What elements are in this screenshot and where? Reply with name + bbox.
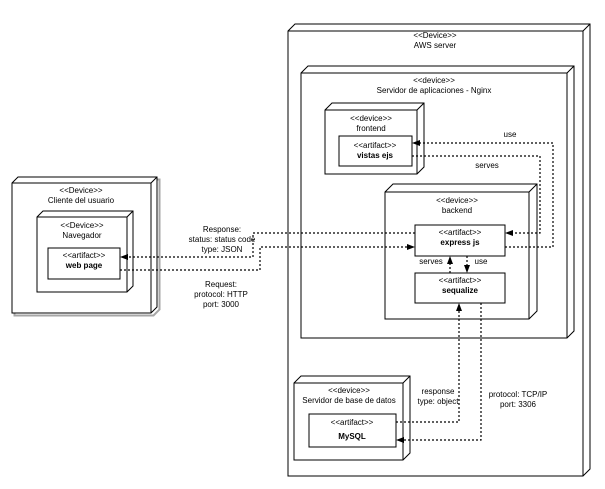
nginx-stereotype: <<device>> bbox=[413, 76, 455, 85]
serves-views-edge-label: serves bbox=[475, 161, 499, 170]
response-edge bbox=[120, 232, 415, 260]
response-object-edge-label: response type: object bbox=[417, 387, 459, 406]
client-label: <<Device>> Cliente del usuario bbox=[48, 186, 114, 206]
nginx-server-label: <<device>> Servidor de aplicaciones - Ng… bbox=[377, 76, 492, 96]
arrowhead-into-sequalize-top bbox=[464, 265, 470, 273]
vistas-ejs-label: <<artifact>> vistas ejs bbox=[354, 141, 397, 161]
frontend-label: <<device>> frontend bbox=[350, 114, 392, 134]
express-js-label: <<artifact>> express js bbox=[439, 228, 482, 248]
arrowhead-into-mysql bbox=[396, 437, 404, 443]
database-server-stereotype: <<device>> bbox=[328, 386, 370, 395]
sequalize-artifact bbox=[414, 272, 506, 304]
database-server-name: Servidor de base de datos bbox=[302, 396, 396, 405]
arrowhead-into-web-page bbox=[120, 254, 128, 260]
mysql-artifact bbox=[308, 413, 397, 448]
use-orm-edge bbox=[464, 256, 470, 273]
frontend-stereotype: <<device>> bbox=[350, 114, 392, 123]
response-object-edge bbox=[396, 303, 462, 423]
browser-label: <<Device>> Navegador bbox=[60, 221, 103, 241]
backend-name: backend bbox=[441, 206, 473, 215]
backend-label: <<device>> backend bbox=[436, 196, 478, 216]
sequalize-stereotype: <<artifact>> bbox=[438, 276, 482, 285]
database-server-label: <<device>> Servidor de base de datos bbox=[302, 386, 395, 406]
express-js-name: express js bbox=[440, 238, 480, 247]
mysql-name: MySQL bbox=[338, 432, 366, 441]
response-edge-label: Response: status: status code type: JSON bbox=[188, 225, 256, 254]
aws-server-label: <<Device>> AWS server bbox=[413, 31, 456, 51]
request-edge bbox=[120, 244, 415, 271]
arrowhead-into-express-js-bottom bbox=[447, 256, 453, 264]
serves-orm-edge bbox=[447, 256, 453, 273]
arrowhead-into-vistas-ejs bbox=[412, 140, 420, 146]
aws-server-stereotype: <<Device>> bbox=[413, 31, 457, 40]
tcp-edge-label: protocol: TCP/IP port: 3306 bbox=[488, 390, 548, 409]
browser-stereotype: <<Device>> bbox=[60, 221, 104, 230]
sequalize-name: sequalize bbox=[441, 286, 479, 295]
use-views-edge bbox=[412, 140, 554, 248]
vistas-ejs-artifact bbox=[338, 135, 413, 167]
serves-orm-edge-label: serves bbox=[419, 257, 443, 266]
client-stereotype: <<Device>> bbox=[59, 186, 103, 195]
web-page-stereotype: <<artifact>> bbox=[62, 251, 106, 260]
serves-views-edge bbox=[412, 155, 541, 236]
mysql-label: <<artifact>> MySQL bbox=[331, 416, 374, 444]
nginx-name: Servidor de aplicaciones - Nginx bbox=[376, 86, 492, 95]
arrowhead-into-express-js-left bbox=[407, 244, 415, 250]
mysql-stereotype: <<artifact>> bbox=[330, 418, 374, 427]
express-js-stereotype: <<artifact>> bbox=[438, 228, 482, 237]
backend-stereotype: <<device>> bbox=[436, 196, 478, 205]
web-page-label: <<artifact>> web page bbox=[63, 251, 106, 271]
client-name: Cliente del usuario bbox=[47, 196, 115, 205]
web-page-name: web page bbox=[65, 261, 103, 270]
aws-server-name: AWS server bbox=[413, 41, 457, 50]
vistas-ejs-name: vistas ejs bbox=[356, 151, 394, 160]
vistas-ejs-stereotype: <<artifact>> bbox=[353, 141, 397, 150]
express-js-artifact bbox=[414, 224, 506, 257]
arrowhead-into-express-js-right bbox=[505, 230, 513, 236]
arrowhead-into-sequalize-bottom bbox=[456, 303, 462, 311]
use-views-edge-label: use bbox=[503, 130, 517, 139]
sequalize-label: <<artifact>> sequalize bbox=[439, 276, 482, 296]
tcp-edge bbox=[396, 303, 482, 443]
use-orm-edge-label: use bbox=[474, 257, 488, 266]
browser-name: Navegador bbox=[62, 231, 102, 240]
web-page-artifact bbox=[47, 247, 121, 280]
request-edge-label: Request: protocol: HTTP port: 3000 bbox=[194, 280, 248, 309]
frontend-name: frontend bbox=[356, 124, 386, 133]
